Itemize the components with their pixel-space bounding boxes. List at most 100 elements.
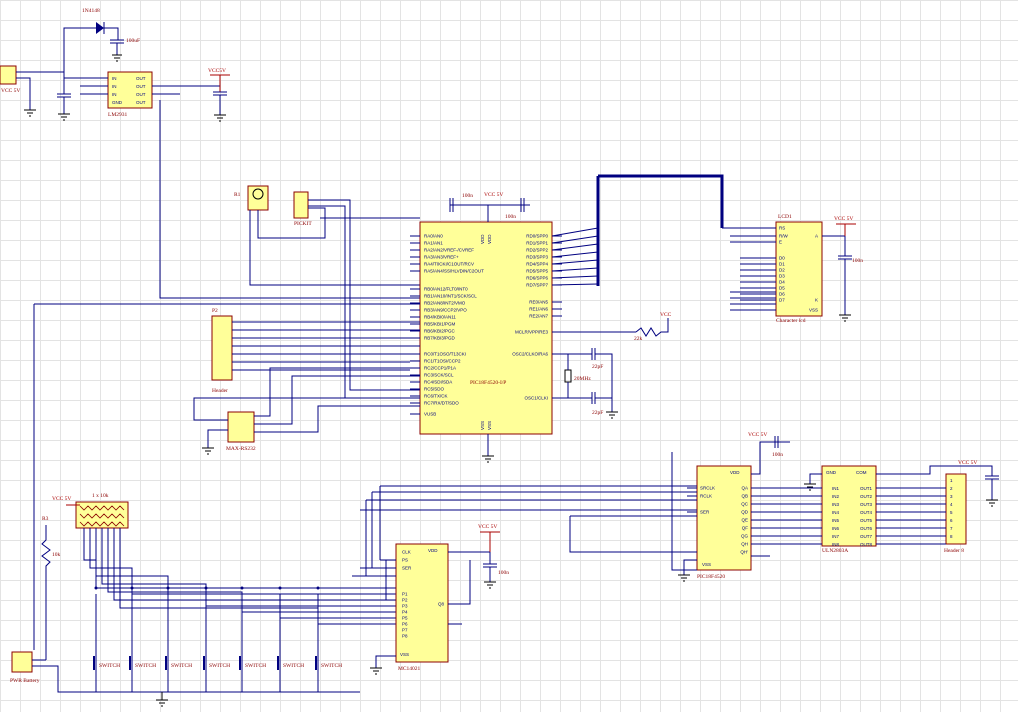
r2-label: 22k (634, 336, 643, 342)
svg-text:VSS: VSS (487, 421, 492, 430)
mux-pin-10: SER (402, 566, 412, 571)
mcu-pin-17: RC3/SCK/SCL (424, 373, 454, 378)
svg-text:VCC 5V: VCC 5V (484, 192, 503, 198)
r-left-label: 10k (52, 552, 61, 558)
mcu-pin-5: RA5/AN4/SS/HLVDIN/C2OUT (424, 269, 484, 274)
uln-driver-chip[interactable] (821, 465, 877, 547)
mcu-part-label: PIC18F4520-I/P (470, 380, 506, 386)
shift-register-chip[interactable] (696, 465, 752, 571)
hdr-pin-2: 3 (950, 494, 953, 499)
vcc-sw-label: VCC 5V (52, 496, 71, 502)
switch-label-5: SWITCH (245, 663, 266, 669)
hdr-pin-3: 4 (950, 502, 953, 507)
battery-connector[interactable] (11, 651, 33, 673)
mux-chip[interactable] (395, 543, 449, 663)
mcu-chip[interactable] (419, 221, 553, 435)
mcu-pin-18: RC4/SDI/SDA (424, 380, 452, 385)
c3-label: 22pF (592, 410, 603, 416)
mux-pin-6: P7 (402, 628, 408, 633)
mcu-pin-r-13: OSC1/CLKI (524, 396, 548, 401)
xtal-label: 20MHz (574, 376, 591, 382)
switch-6[interactable]: SWITCH (277, 654, 304, 692)
mcu-pin-10: RB4/KBI0/AN11 (424, 315, 456, 320)
drv-out-6: OUT7 (860, 534, 872, 539)
drv-out-7: OUT8 (860, 542, 872, 547)
sr-pin-6: QD (741, 510, 749, 515)
mcu-pin-r-9: RE1/AN6 (529, 307, 548, 312)
mcu-pin-14: RC0/T1OSO/T13CKI (424, 352, 466, 357)
potentiometer[interactable] (247, 185, 269, 211)
svg-text:VSS: VSS (702, 562, 711, 567)
sr-pin-4: QB (741, 494, 748, 499)
vcc-out-label: VCC5V (208, 68, 226, 74)
mcu-pin-r-11: MCLR/VPP/RE3 (515, 330, 549, 335)
mux-pin-3: P4 (402, 610, 408, 615)
drv-out-3: OUT4 (860, 510, 872, 515)
lcd-chip[interactable] (775, 221, 823, 317)
mcu-pin-3: RA3/AN3/VREF+ (424, 255, 459, 260)
hdr-pin-5: 6 (950, 518, 953, 523)
hdr-part-label: Header 8 (944, 548, 964, 554)
svg-text:IN: IN (112, 92, 117, 97)
switch-1[interactable]: SWITCH (93, 654, 120, 692)
svg-text:VDD: VDD (730, 470, 740, 475)
rs232-connector[interactable] (227, 411, 255, 443)
mcu-pin-11: RB5/KBI1/PGM (424, 322, 456, 327)
lcd-pin-d7: D7 (779, 298, 785, 303)
svg-text:Header: Header (212, 388, 228, 394)
svg-text:COM: COM (856, 470, 867, 475)
mcu-pin-r-4: RD4/SPP4 (526, 262, 548, 267)
drv-in-5: IN6 (832, 526, 840, 531)
switch-2[interactable]: SWITCH (129, 654, 156, 692)
switch-7[interactable]: SWITCH (315, 654, 342, 692)
battery-label: PWR Battery (10, 678, 40, 684)
voltage-regulator[interactable] (107, 71, 153, 109)
mcu-pin-8: RB2/AN8/INT2/VMO (424, 301, 466, 306)
header-8[interactable] (945, 473, 967, 545)
icsp-header[interactable] (293, 191, 309, 219)
c9-label: 100n (852, 258, 863, 264)
sr-pin-1: RCLK (700, 494, 712, 499)
mcu-pin-22: VUSB (424, 412, 436, 417)
io-header[interactable] (211, 315, 233, 381)
diode-label: 1N4148 (82, 8, 100, 14)
lcd-pin-d2: D2 (779, 268, 785, 273)
svg-text:GND: GND (826, 470, 837, 475)
mcu-pin-4: RA4/T0CKI/C1OUT/RCV (424, 262, 474, 267)
mcu-pin-19: RC5/SDO (424, 387, 445, 392)
svg-text:OUT: OUT (136, 76, 146, 81)
hdr-pin-4: 5 (950, 510, 953, 515)
lcd-pin-d5: D5 (779, 286, 785, 291)
switch-5[interactable]: SWITCH (239, 654, 266, 692)
switch-3[interactable]: SWITCH (165, 654, 192, 692)
sr-pin-5: QC (741, 502, 749, 507)
lcd-pin-d4: D4 (779, 280, 785, 285)
connectors-left: P2 Header MAX-RS232 (193, 308, 420, 455)
mux-pin-5: P6 (402, 622, 408, 627)
mux-pin-4: P5 (402, 616, 408, 621)
lcd-pin-d1: D1 (779, 262, 785, 267)
lcd-pin-a: A (815, 234, 818, 239)
power-connector-left[interactable] (0, 65, 17, 85)
mux-pin-11: Q8 (438, 602, 445, 607)
switch-label-1: SWITCH (99, 663, 120, 669)
pickit-label: PICKIT (294, 221, 312, 227)
mux-pin-7: P8 (402, 634, 408, 639)
svg-text:P2: P2 (212, 308, 218, 314)
switch-label-3: SWITCH (171, 663, 192, 669)
sr-pin-3: QA (741, 486, 748, 491)
drv-out-0: OUT1 (860, 486, 872, 491)
crystal[interactable] (564, 369, 572, 383)
svg-text:VCC 5V: VCC 5V (958, 460, 977, 466)
c6-label: 100n (498, 570, 509, 576)
svg-text:LCD1: LCD1 (778, 214, 792, 220)
switch-section: VCC 5V 1 x 10k R3 10k PWR Battery SWITCH… (10, 303, 420, 707)
drv-out-2: OUT3 (860, 502, 872, 507)
diode-d1[interactable] (96, 22, 104, 34)
switch-label-7: SWITCH (321, 663, 342, 669)
switch-4[interactable]: SWITCH (203, 654, 230, 692)
lcd-pin-e: E (779, 240, 782, 245)
